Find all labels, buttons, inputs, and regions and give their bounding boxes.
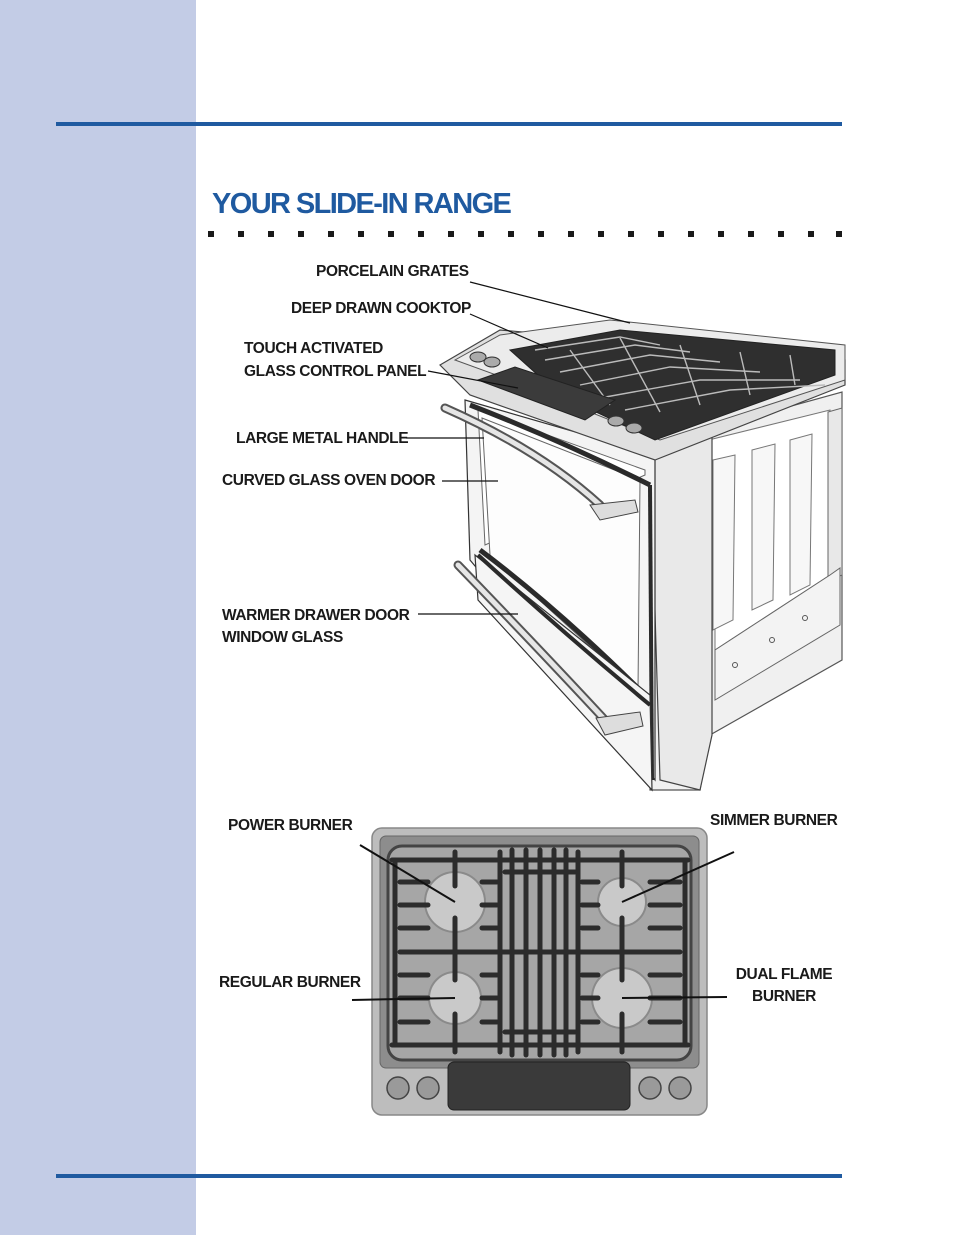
label-simmer-burner: SIMMER BURNER bbox=[710, 812, 838, 829]
label-dual-flame: DUAL FLAME bbox=[735, 966, 833, 983]
label-glass-control-panel: GLASS CONTROL PANEL bbox=[244, 363, 427, 380]
range-cooktop-top bbox=[439, 319, 846, 461]
range-front-post bbox=[649, 429, 713, 791]
bottom-rule bbox=[56, 1174, 842, 1178]
label-warmer-drawer-door: WARMER DRAWER DOOR bbox=[222, 607, 410, 624]
label-curved-glass-oven-door: CURVED GLASS OVEN DOOR bbox=[222, 472, 436, 489]
cooktop-top-view bbox=[371, 827, 708, 1116]
label-regular-burner: REGULAR BURNER bbox=[219, 974, 361, 991]
label-window-glass: WINDOW GLASS bbox=[222, 629, 343, 646]
warmer-drawer bbox=[453, 553, 653, 792]
label-porcelain-grates: PORCELAIN GRATES bbox=[316, 263, 469, 280]
cooktop-leader-lines bbox=[351, 844, 735, 1001]
label-power-burner: POWER BURNER bbox=[228, 817, 353, 834]
page-title: YOUR SLIDE-IN RANGE bbox=[212, 188, 512, 220]
range-leader-lines bbox=[406, 281, 631, 615]
label-touch-activated: TOUCH ACTIVATED bbox=[244, 340, 383, 357]
page-sidebar bbox=[0, 0, 196, 1235]
label-dual-flame-burner: BURNER bbox=[752, 988, 816, 1005]
label-deep-drawn-cooktop: DEEP DRAWN COOKTOP bbox=[291, 300, 471, 317]
oven-door-handle bbox=[440, 403, 639, 521]
label-large-metal-handle: LARGE METAL HANDLE bbox=[236, 430, 409, 447]
dotted-divider bbox=[58, 231, 842, 237]
top-rule bbox=[56, 122, 842, 126]
